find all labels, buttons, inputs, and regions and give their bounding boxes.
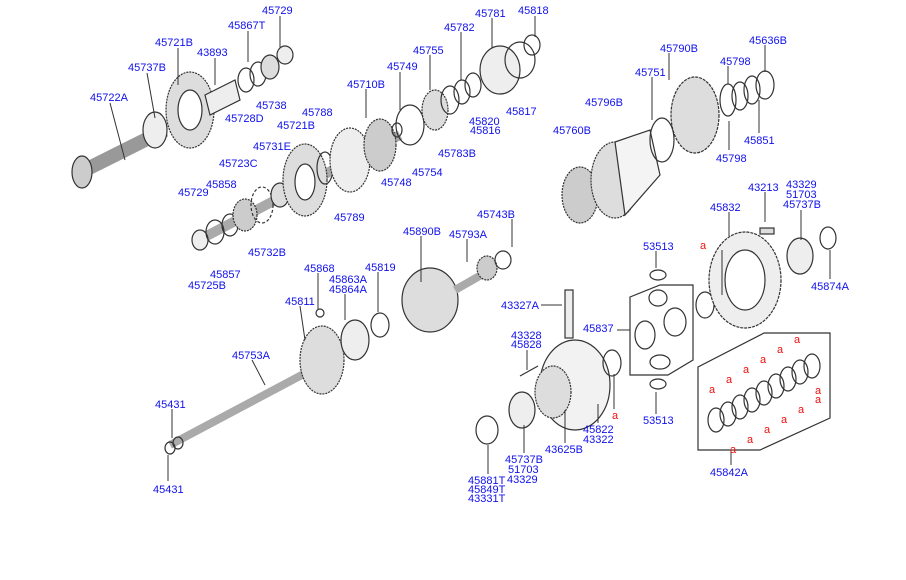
output-shaft-part bbox=[164, 250, 512, 455]
marker-a: a bbox=[798, 404, 805, 416]
part-label[interactable]: 45849T bbox=[468, 484, 506, 496]
marker-a: a bbox=[794, 334, 801, 346]
part-label[interactable]: 45798 bbox=[716, 153, 747, 165]
part-label[interactable]: 45636B bbox=[749, 35, 787, 47]
part-label[interactable]: 45781 bbox=[475, 8, 506, 20]
part-label[interactable]: 45790B bbox=[660, 43, 698, 55]
part-label[interactable]: 45722A bbox=[90, 92, 128, 104]
part-label[interactable]: 45728D bbox=[225, 113, 264, 125]
part-label[interactable]: 45754 bbox=[412, 167, 443, 179]
part-label[interactable]: 45864A bbox=[329, 284, 367, 296]
shim-kit-part bbox=[697, 332, 831, 451]
part-label[interactable]: 43329 bbox=[507, 474, 538, 486]
part-label[interactable]: 45798 bbox=[720, 56, 751, 68]
marker-a: a bbox=[747, 434, 754, 446]
marker-a: a bbox=[700, 240, 707, 252]
counter-shaft-part bbox=[191, 34, 541, 251]
part-label[interactable]: 45732B bbox=[248, 247, 286, 259]
marker-a: a bbox=[612, 410, 619, 422]
part-label[interactable]: 45796B bbox=[585, 97, 623, 109]
part-label[interactable]: 45881T bbox=[468, 475, 506, 487]
part-label[interactable]: 45818 bbox=[518, 5, 549, 17]
part-label[interactable]: 45737B bbox=[128, 62, 166, 74]
part-label[interactable]: 45721B bbox=[155, 37, 193, 49]
part-label[interactable]: 43213 bbox=[748, 182, 779, 194]
part-label[interactable]: 45431 bbox=[153, 484, 184, 496]
part-label[interactable]: 45731E bbox=[253, 141, 291, 153]
part-label[interactable]: 43327A bbox=[501, 300, 539, 312]
marker-a: a bbox=[760, 354, 767, 366]
marker-a: a bbox=[730, 444, 737, 456]
part-label[interactable]: 45822 bbox=[583, 424, 614, 436]
part-label[interactable]: 51703 bbox=[508, 464, 539, 476]
part-label[interactable]: 43625B bbox=[545, 444, 583, 456]
part-label[interactable]: 45837 bbox=[583, 323, 614, 335]
part-label[interactable]: 45858 bbox=[206, 179, 237, 191]
part-label[interactable]: 45725B bbox=[188, 280, 226, 292]
part-label[interactable]: 45867T bbox=[228, 20, 266, 32]
part-label[interactable]: 45828 bbox=[511, 339, 542, 351]
part-label[interactable]: 45753A bbox=[232, 350, 270, 362]
input-shaft-part bbox=[71, 45, 294, 189]
part-label[interactable]: 45431 bbox=[155, 399, 186, 411]
part-label[interactable]: 45743B bbox=[477, 209, 515, 221]
part-label[interactable]: 43322 bbox=[583, 434, 614, 446]
differential-part bbox=[475, 226, 837, 445]
part-label[interactable]: 45729 bbox=[178, 187, 209, 199]
part-label[interactable]: 45832 bbox=[710, 202, 741, 214]
part-label[interactable]: 45738 bbox=[256, 100, 287, 112]
marker-a: a bbox=[726, 374, 733, 386]
clutch-assembly-part bbox=[561, 70, 775, 224]
part-label[interactable]: 45789 bbox=[334, 212, 365, 224]
part-label[interactable]: 45890B bbox=[403, 226, 441, 238]
part-label[interactable]: 45760B bbox=[553, 125, 591, 137]
marker-a: a bbox=[815, 385, 822, 397]
part-label[interactable]: 45817 bbox=[506, 106, 537, 118]
part-label[interactable]: 45723C bbox=[219, 158, 258, 170]
marker-a: a bbox=[764, 424, 771, 436]
part-label[interactable]: 45816 bbox=[470, 125, 501, 137]
part-label[interactable]: 45710B bbox=[347, 79, 385, 91]
part-label[interactable]: 51703 bbox=[786, 189, 817, 201]
part-label[interactable]: 45749 bbox=[387, 61, 418, 73]
part-label[interactable]: 45863A bbox=[329, 274, 367, 286]
part-label[interactable]: 43893 bbox=[197, 47, 228, 59]
marker-a: a bbox=[777, 344, 784, 356]
part-label[interactable]: 45842A bbox=[710, 467, 748, 479]
part-label[interactable]: 45811 bbox=[285, 296, 315, 308]
marker-a: a bbox=[781, 414, 788, 426]
part-label[interactable]: 53513 bbox=[643, 415, 674, 427]
part-label[interactable]: 45868 bbox=[304, 263, 335, 275]
marker-a: a bbox=[709, 384, 716, 396]
part-label[interactable]: 45874A bbox=[811, 281, 849, 293]
part-label[interactable]: 45751 bbox=[635, 67, 666, 79]
part-label[interactable]: 45783B bbox=[438, 148, 476, 160]
part-label[interactable]: 45857 bbox=[210, 269, 241, 281]
part-label[interactable]: 43329 bbox=[786, 179, 817, 191]
part-label[interactable]: 45788 bbox=[302, 107, 333, 119]
part-label[interactable]: 45755 bbox=[413, 45, 444, 57]
part-label[interactable]: 45748 bbox=[381, 177, 412, 189]
part-label[interactable]: 45737B bbox=[783, 199, 821, 211]
leader-lines bbox=[109, 16, 831, 481]
part-label[interactable]: 45820 bbox=[469, 116, 500, 128]
part-label[interactable]: 45737B bbox=[505, 454, 543, 466]
part-label[interactable]: 45782 bbox=[444, 22, 475, 34]
part-label[interactable]: 45819 bbox=[365, 262, 396, 274]
part-label[interactable]: 43328 bbox=[511, 330, 542, 342]
part-label[interactable]: 43331T bbox=[468, 493, 506, 505]
marker-a: a bbox=[815, 394, 822, 406]
part-label[interactable]: 45851 bbox=[744, 135, 775, 147]
part-label[interactable]: 45793A bbox=[449, 229, 487, 241]
marker-a: a bbox=[743, 364, 750, 376]
part-label[interactable]: 53513 bbox=[643, 241, 674, 253]
part-label[interactable]: 45721B bbox=[277, 120, 315, 132]
part-label[interactable]: 45729 bbox=[262, 5, 293, 17]
